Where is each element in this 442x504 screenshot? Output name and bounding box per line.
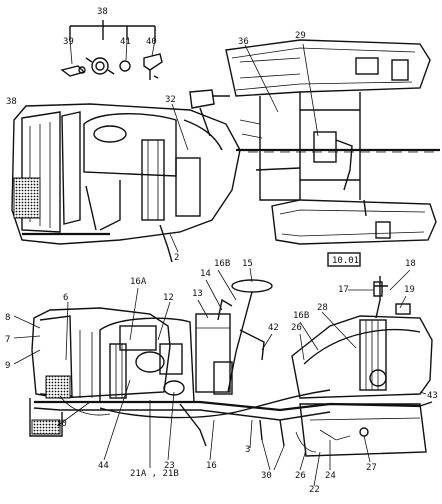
leader-lines bbox=[13, 267, 427, 487]
callout-2: 2 bbox=[174, 253, 179, 263]
callout-24: 24 bbox=[325, 471, 336, 481]
engine-compartment-illustration bbox=[11, 103, 241, 263]
callout-21a-21b: 21A , 21B bbox=[130, 469, 179, 479]
callout-42: 42 bbox=[268, 323, 279, 333]
callout-16a: 16A bbox=[130, 277, 147, 287]
callout-36: 36 bbox=[238, 37, 249, 47]
callout-38-top: 38 bbox=[97, 7, 108, 17]
callout-23: 23 bbox=[164, 461, 175, 471]
callout-32: 32 bbox=[165, 95, 176, 105]
callout-12: 12 bbox=[163, 293, 174, 303]
callout-27: 27 bbox=[366, 463, 377, 473]
callout-10: 10 bbox=[56, 419, 67, 429]
callout-13: 13 bbox=[192, 289, 203, 299]
rear-fender-assembly-illustration bbox=[189, 39, 440, 245]
callout-26-mid: 26 bbox=[291, 323, 302, 333]
callout-29: 29 bbox=[295, 31, 306, 41]
callout-43: 43 bbox=[427, 391, 438, 401]
callout-7: 7 bbox=[5, 335, 10, 345]
callout-22: 22 bbox=[309, 485, 320, 495]
callout-9: 9 bbox=[5, 361, 10, 371]
callout-16b-top: 16B bbox=[214, 259, 230, 269]
ignition-key-set-illustration bbox=[60, 20, 163, 80]
tractor-side-view-illustration bbox=[29, 276, 433, 457]
callout-26-bottom: 26 bbox=[295, 471, 306, 481]
callout-6: 6 bbox=[63, 293, 68, 303]
callout-18: 18 bbox=[405, 259, 416, 269]
callout-30: 30 bbox=[261, 471, 272, 481]
page-code-label: 10.01 bbox=[332, 256, 359, 266]
callout-17: 17 bbox=[338, 285, 349, 295]
callout-28: 28 bbox=[317, 303, 328, 313]
callout-14: 14 bbox=[200, 269, 211, 279]
callout-16b-mid: 16B bbox=[293, 311, 309, 321]
callout-44: 44 bbox=[98, 461, 109, 471]
callout-labels: 38 39 41 40 36 29 38 32 2 10.01 15 16B 1… bbox=[5, 7, 438, 495]
callout-8: 8 bbox=[5, 313, 10, 323]
callout-16: 16 bbox=[206, 461, 217, 471]
callout-3: 3 bbox=[245, 445, 250, 455]
callout-39: 39 bbox=[63, 37, 74, 47]
callout-40: 40 bbox=[146, 37, 157, 47]
page-code-box bbox=[327, 252, 361, 267]
callout-19: 19 bbox=[404, 285, 415, 295]
callout-38-mid: 38 bbox=[6, 97, 17, 107]
callout-41: 41 bbox=[120, 37, 131, 47]
callout-15: 15 bbox=[242, 259, 253, 269]
